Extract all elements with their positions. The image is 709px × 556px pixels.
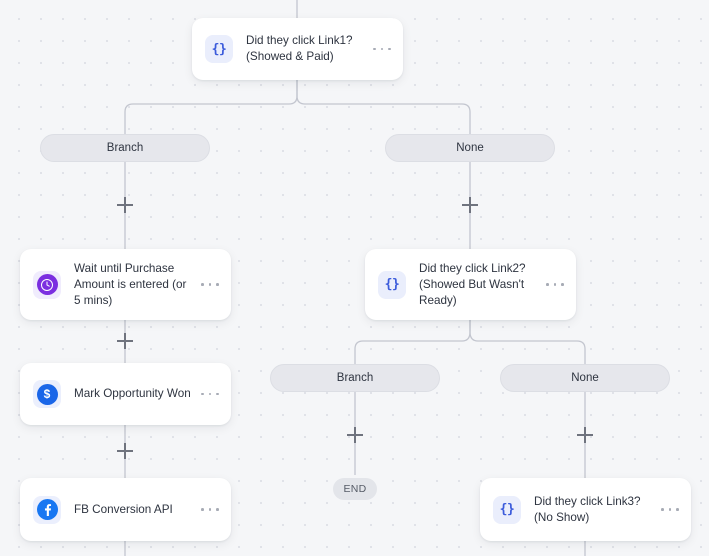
code-braces-icon: {} xyxy=(378,270,406,299)
node-did-they-click-link2[interactable]: {} Did they click Link2? (Showed But Was… xyxy=(365,249,576,320)
node-menu-icon[interactable] xyxy=(201,392,219,396)
add-step-button[interactable] xyxy=(577,427,593,443)
clock-glyph xyxy=(41,278,53,291)
branch-pill-label: None xyxy=(571,372,599,384)
code-braces-icon: {} xyxy=(493,495,521,524)
code-braces-icon: {} xyxy=(205,35,233,63)
end-node-label: END xyxy=(343,483,367,495)
node-label: Did they click Link3? (No Show) xyxy=(534,494,641,524)
code-braces-glyph: {} xyxy=(211,41,227,57)
node-fb-conversion-api[interactable]: FB Conversion API xyxy=(20,478,231,541)
add-step-button[interactable] xyxy=(347,427,363,443)
node-label: Did they click Link2? (Showed But Wasn't… xyxy=(419,261,526,307)
add-step-button[interactable] xyxy=(117,333,133,349)
facebook-glyph xyxy=(44,504,51,516)
add-step-button[interactable] xyxy=(117,197,133,213)
node-label: Did they click Link1? (Showed & Paid) xyxy=(246,34,353,63)
code-braces-glyph: {} xyxy=(384,277,400,292)
node-menu-icon[interactable] xyxy=(201,283,219,286)
branch-pill-label: None xyxy=(456,142,484,154)
branch-pill-none[interactable]: None xyxy=(385,134,555,162)
node-mark-opportunity-won[interactable]: $ Mark Opportunity Won xyxy=(20,363,231,425)
end-node[interactable]: END xyxy=(333,478,377,500)
node-menu-icon[interactable] xyxy=(373,47,391,51)
node-menu-icon[interactable] xyxy=(546,283,564,286)
node-label: Mark Opportunity Won xyxy=(74,387,191,400)
dollar-icon: $ xyxy=(33,380,61,408)
node-menu-icon[interactable] xyxy=(661,508,679,511)
branch-pill-label: Branch xyxy=(106,142,144,154)
node-did-they-click-link3[interactable]: {} Did they click Link3? (No Show) xyxy=(480,478,691,541)
node-menu-icon[interactable] xyxy=(201,508,219,511)
node-label: Wait until Purchase Amount is entered (o… xyxy=(74,261,187,307)
branch-pill-branch[interactable]: Branch xyxy=(40,134,210,162)
add-step-button[interactable] xyxy=(117,443,133,459)
node-label: FB Conversion API xyxy=(74,502,173,516)
node-wait-until-purchase-amount[interactable]: Wait until Purchase Amount is entered (o… xyxy=(20,249,231,320)
branch-pill-none[interactable]: None xyxy=(500,364,670,392)
add-step-button[interactable] xyxy=(462,197,478,213)
branch-pill-label: Branch xyxy=(336,372,374,384)
branch-pill-branch[interactable]: Branch xyxy=(270,364,440,392)
code-braces-glyph: {} xyxy=(499,502,515,517)
node-did-they-click-link1[interactable]: {} Did they click Link1? (Showed & Paid) xyxy=(192,18,403,80)
dollar-glyph: $ xyxy=(43,387,51,401)
facebook-icon xyxy=(33,495,61,524)
clock-icon xyxy=(33,270,61,299)
